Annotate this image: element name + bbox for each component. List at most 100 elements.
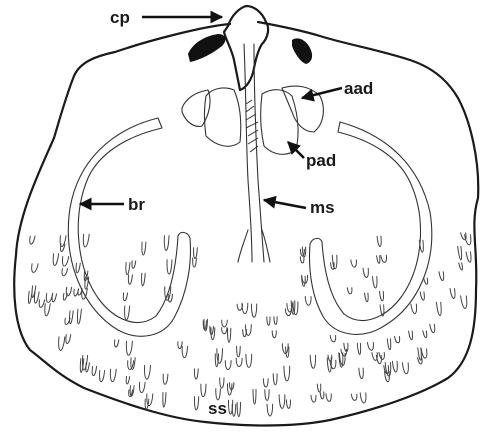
spine-mark (193, 258, 197, 267)
spine-mark (126, 341, 132, 355)
spine-mark (237, 402, 240, 416)
spine-mark (351, 394, 357, 400)
spine-mark (387, 339, 390, 350)
spine-mark (381, 255, 387, 262)
spine-mark (465, 235, 471, 245)
median-septum-line-2 (254, 44, 264, 262)
spine-mark (265, 390, 269, 401)
spine-mark (225, 361, 231, 370)
label-aad: aad (344, 79, 373, 98)
spine-mark (423, 331, 427, 338)
ms-arrow (264, 200, 306, 208)
spine-mark (237, 346, 241, 357)
spine-mark (246, 354, 252, 367)
spine-mark (110, 369, 116, 381)
median-septum-fork-left (238, 230, 248, 262)
spine-mark (53, 254, 58, 266)
spine-mark (418, 348, 422, 360)
spine-mark (227, 328, 230, 342)
spine-mark (194, 369, 198, 379)
spine-mark (123, 293, 127, 301)
spine-mark (377, 256, 380, 263)
spine-mark (125, 306, 130, 320)
spine-mark (332, 255, 337, 269)
spine-mark (28, 291, 32, 303)
spine-mark (126, 377, 129, 385)
spine-mark (317, 384, 320, 392)
spine-mark (373, 277, 378, 288)
spine-mark (45, 304, 50, 316)
spine-mark (60, 244, 64, 252)
pad-arrow (288, 142, 304, 158)
label-cp: cp (110, 8, 130, 27)
spine-mark (83, 234, 89, 247)
spine-mark (409, 331, 413, 340)
spine-mark (220, 378, 224, 388)
spine-mark (76, 263, 80, 273)
spine-mark (32, 264, 38, 273)
spine-mark (411, 304, 417, 313)
spine-mark (368, 343, 374, 351)
central-process (224, 6, 268, 90)
spine-mark (59, 337, 65, 351)
spine-mark (147, 394, 153, 406)
spine-mark (144, 365, 150, 379)
spine-mark (267, 404, 273, 416)
spine-mark (385, 363, 391, 377)
right-dark-lobe (292, 38, 312, 64)
label-ss: ss (208, 399, 227, 418)
spine-mark (274, 317, 277, 325)
spine-mark (395, 337, 400, 343)
spine-mark (194, 248, 198, 259)
spine-mark (126, 263, 130, 275)
spine-mark (380, 305, 384, 316)
spine-mark (210, 326, 214, 334)
spine-mark (458, 246, 462, 259)
spine-mark (34, 292, 39, 303)
spine-mark (310, 355, 315, 368)
spine-mark (305, 297, 311, 306)
spine-mark (253, 389, 256, 404)
spine-mark (164, 236, 169, 251)
spine-mark (380, 291, 384, 300)
spine-mark (357, 343, 360, 354)
spine-mark (222, 320, 228, 327)
aad-arrow (302, 88, 342, 98)
spine-mark (62, 269, 68, 276)
label-pad: pad (306, 151, 336, 170)
spine-mark (217, 349, 223, 364)
spine-mark (459, 263, 463, 270)
spine-mark (466, 252, 471, 262)
spine-mark (74, 289, 79, 296)
spine-mark (132, 261, 136, 268)
spine-mark (263, 379, 268, 387)
spine-mark (330, 336, 336, 342)
spine-mark (461, 296, 467, 309)
spine-mark (272, 331, 276, 338)
spine-mark (326, 394, 331, 402)
spine-mark (341, 349, 347, 356)
spine-mark (293, 302, 298, 315)
spine-mark (77, 309, 81, 324)
spine-mark (62, 257, 68, 266)
spine-mark (251, 304, 256, 317)
spine-mark (365, 293, 369, 302)
spine-mark (267, 317, 270, 325)
spine-mark (430, 324, 435, 332)
spine-mark (320, 392, 324, 399)
spine-mark (66, 335, 71, 344)
spine-mark (360, 393, 366, 403)
spine-mark (421, 349, 427, 358)
spine-mark (39, 300, 45, 308)
spine-mark (424, 278, 428, 284)
spine-mark (163, 393, 166, 408)
spine-mark (347, 288, 352, 294)
spine-mark (142, 242, 146, 255)
spine-mark (402, 363, 408, 374)
spine-mark (178, 342, 182, 349)
spine-mark (201, 384, 206, 397)
spine-field (28, 233, 471, 417)
spine-mark (377, 236, 381, 246)
spine-mark (182, 347, 187, 358)
